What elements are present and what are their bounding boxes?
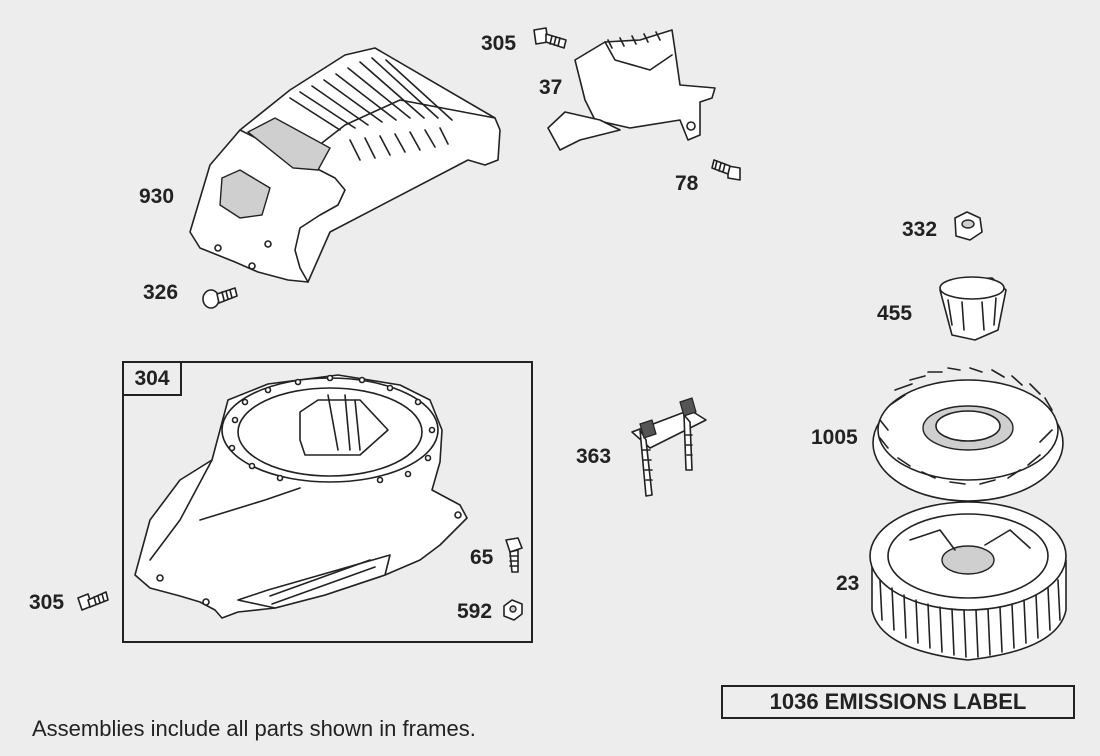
engine-cover-drawing — [189, 47, 501, 283]
blower-housing-304-drawing — [134, 374, 468, 619]
screw-305-top-drawing — [533, 27, 567, 49]
screw-78-drawing — [711, 159, 741, 181]
frame-tag-304: 304 — [124, 363, 182, 396]
emissions-label-box: 1036 EMISSIONS LABEL — [721, 685, 1075, 719]
part-label-305-top: 305 — [481, 32, 517, 55]
starter-cup-455-drawing — [939, 276, 1007, 341]
part-label-23: 23 — [836, 572, 860, 595]
part-label-455: 455 — [877, 302, 913, 325]
fan-1005-drawing — [872, 367, 1064, 502]
screw-326-drawing — [202, 287, 238, 309]
flywheel-23-drawing — [869, 501, 1067, 661]
part-label-305-bottom: 305 — [29, 591, 65, 614]
part-label-65: 65 — [470, 546, 494, 569]
assembly-frame-304: 304 — [122, 361, 533, 643]
nut-592-drawing — [503, 599, 523, 621]
part-label-78: 78 — [675, 172, 699, 195]
part-label-37: 37 — [539, 76, 563, 99]
part-label-1005: 1005 — [811, 426, 858, 449]
screw-305-bottom-drawing — [77, 591, 109, 611]
bracket-363-drawing — [631, 397, 707, 497]
part-label-332: 332 — [902, 218, 938, 241]
part-label-326: 326 — [143, 281, 179, 304]
screw-65-drawing — [505, 537, 523, 573]
part-label-592: 592 — [457, 600, 493, 623]
guard-37-drawing — [547, 29, 716, 151]
nut-332-drawing — [954, 211, 983, 241]
footnote: Assemblies include all parts shown in fr… — [32, 716, 476, 741]
part-label-930: 930 — [139, 185, 175, 208]
part-label-363: 363 — [576, 445, 612, 468]
